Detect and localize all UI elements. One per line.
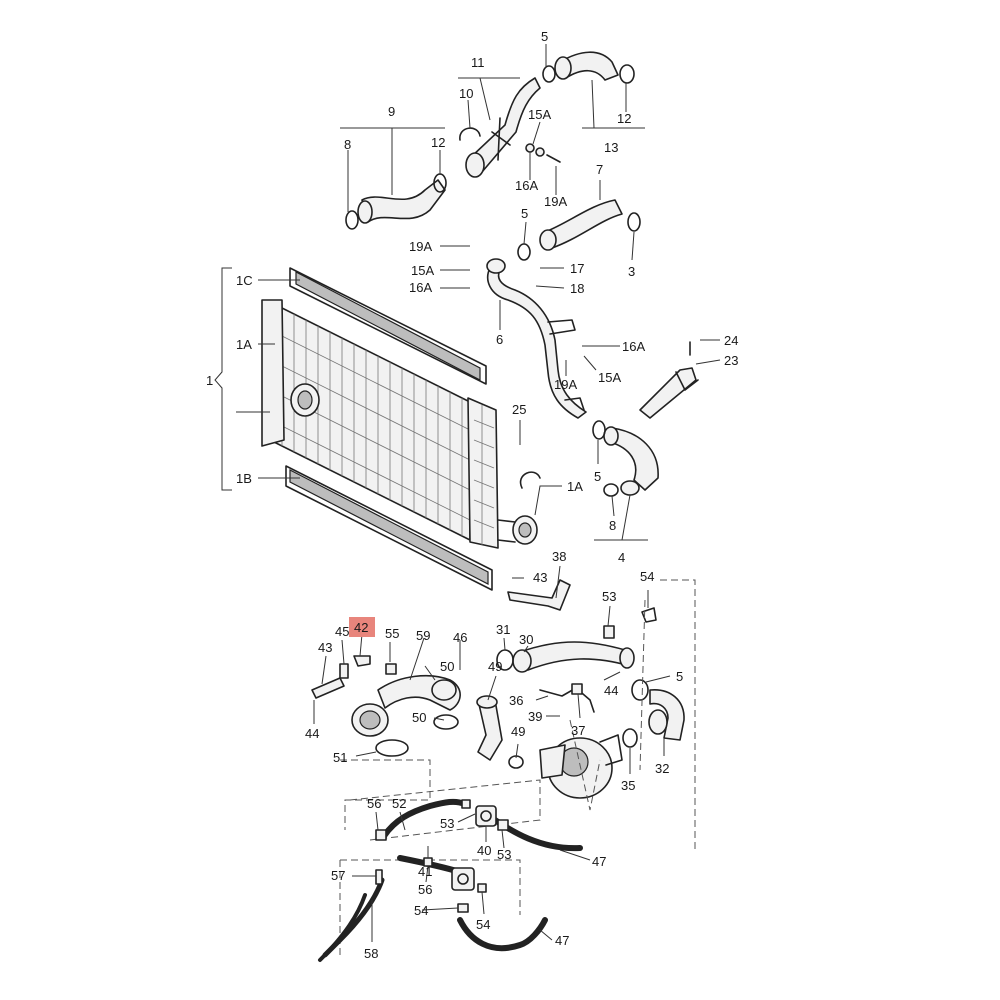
pipe-30 xyxy=(496,641,635,673)
label-49-bottom: 49 xyxy=(511,724,525,739)
label-24: 24 xyxy=(724,333,738,348)
label-19A-top: 19A xyxy=(544,194,567,209)
label-1A: 1A xyxy=(236,337,252,352)
pipe-6 xyxy=(486,258,587,419)
label-39: 39 xyxy=(528,709,542,724)
label-13: 13 xyxy=(604,140,618,155)
label-37: 37 xyxy=(571,723,585,738)
label-44-left: 44 xyxy=(305,726,319,741)
label-31: 31 xyxy=(496,622,510,637)
label-42-highlighted: 42 xyxy=(354,620,368,635)
upper-pipes xyxy=(345,51,641,261)
sensor-group xyxy=(311,655,397,699)
label-53-top: 53 xyxy=(602,589,616,604)
label-8-bottom: 8 xyxy=(609,518,616,533)
label-57: 57 xyxy=(331,868,345,883)
label-19A-mid: 19A xyxy=(409,239,432,254)
label-50-bottom: 50 xyxy=(412,710,426,725)
label-47-bottom: 47 xyxy=(555,933,569,948)
label-54-left: 54 xyxy=(414,903,428,918)
label-5-mid: 5 xyxy=(521,206,528,221)
label-1C: 1C xyxy=(236,273,253,288)
label-44-right: 44 xyxy=(604,683,618,698)
label-43-right: 43 xyxy=(533,570,547,585)
label-5-bottom: 5 xyxy=(676,669,683,684)
label-32: 32 xyxy=(655,761,669,776)
intercooler-radiator xyxy=(261,267,538,591)
label-16A-mid: 16A xyxy=(409,280,432,295)
label-15A-mid: 15A xyxy=(411,263,434,278)
label-16A-top: 16A xyxy=(515,178,538,193)
label-7: 7 xyxy=(596,162,603,177)
leader-lines xyxy=(313,44,721,942)
label-1B: 1B xyxy=(236,471,252,486)
label-50-top: 50 xyxy=(440,659,454,674)
label-41: 41 xyxy=(418,864,432,879)
label-35: 35 xyxy=(621,778,635,793)
label-23: 23 xyxy=(724,353,738,368)
label-56-top: 56 xyxy=(367,796,381,811)
label-12-right: 12 xyxy=(617,111,631,126)
label-51: 51 xyxy=(333,750,347,765)
label-4: 4 xyxy=(618,550,625,565)
part-number-labels: 1 1C 1A 1B 1A 3 4 5 5 5 5 6 7 8 8 9 10 1… xyxy=(206,29,738,961)
label-55: 55 xyxy=(385,626,399,641)
label-1A-ring: 1A xyxy=(567,479,583,494)
label-47-top: 47 xyxy=(592,854,606,869)
bracket-38 xyxy=(507,579,571,611)
label-12-left: 12 xyxy=(431,135,445,150)
label-54-top: 54 xyxy=(640,569,654,584)
label-18: 18 xyxy=(570,281,584,296)
label-52: 52 xyxy=(392,796,406,811)
hose-4 xyxy=(592,420,659,497)
label-19A-low: 19A xyxy=(554,377,577,392)
label-3: 3 xyxy=(628,264,635,279)
label-30: 30 xyxy=(519,632,533,647)
label-1: 1 xyxy=(206,373,213,388)
label-53-right: 53 xyxy=(497,847,511,862)
label-56-bottom: 56 xyxy=(418,882,432,897)
label-40: 40 xyxy=(477,843,491,858)
label-5-top: 5 xyxy=(541,29,548,44)
label-11: 11 xyxy=(471,55,485,70)
intercooler-leaders xyxy=(236,279,300,479)
label-54-right: 54 xyxy=(476,917,490,932)
highlight-box-42 xyxy=(349,617,375,637)
label-36: 36 xyxy=(509,693,523,708)
label-46: 46 xyxy=(453,630,467,645)
label-8-top: 8 xyxy=(344,137,351,152)
label-5-lower: 5 xyxy=(594,469,601,484)
label-10: 10 xyxy=(459,86,473,101)
hose-32 xyxy=(622,679,685,748)
valves xyxy=(375,799,509,913)
label-17: 17 xyxy=(570,261,584,276)
label-9: 9 xyxy=(388,104,395,119)
label-6: 6 xyxy=(496,332,503,347)
label-38: 38 xyxy=(552,549,566,564)
label-49-top: 49 xyxy=(488,659,502,674)
label-15A-low: 15A xyxy=(598,370,621,385)
label-59: 59 xyxy=(416,628,430,643)
label-53-left: 53 xyxy=(440,816,454,831)
label-43-top: 43 xyxy=(318,640,332,655)
label-16A-right: 16A xyxy=(622,339,645,354)
bracket-23 xyxy=(639,341,699,419)
label-25: 25 xyxy=(512,402,526,417)
label-15A-top: 15A xyxy=(528,107,551,122)
label-45: 45 xyxy=(335,624,349,639)
label-58: 58 xyxy=(364,946,378,961)
turbocharger-35 xyxy=(539,734,623,799)
intake-pipes xyxy=(351,674,524,769)
